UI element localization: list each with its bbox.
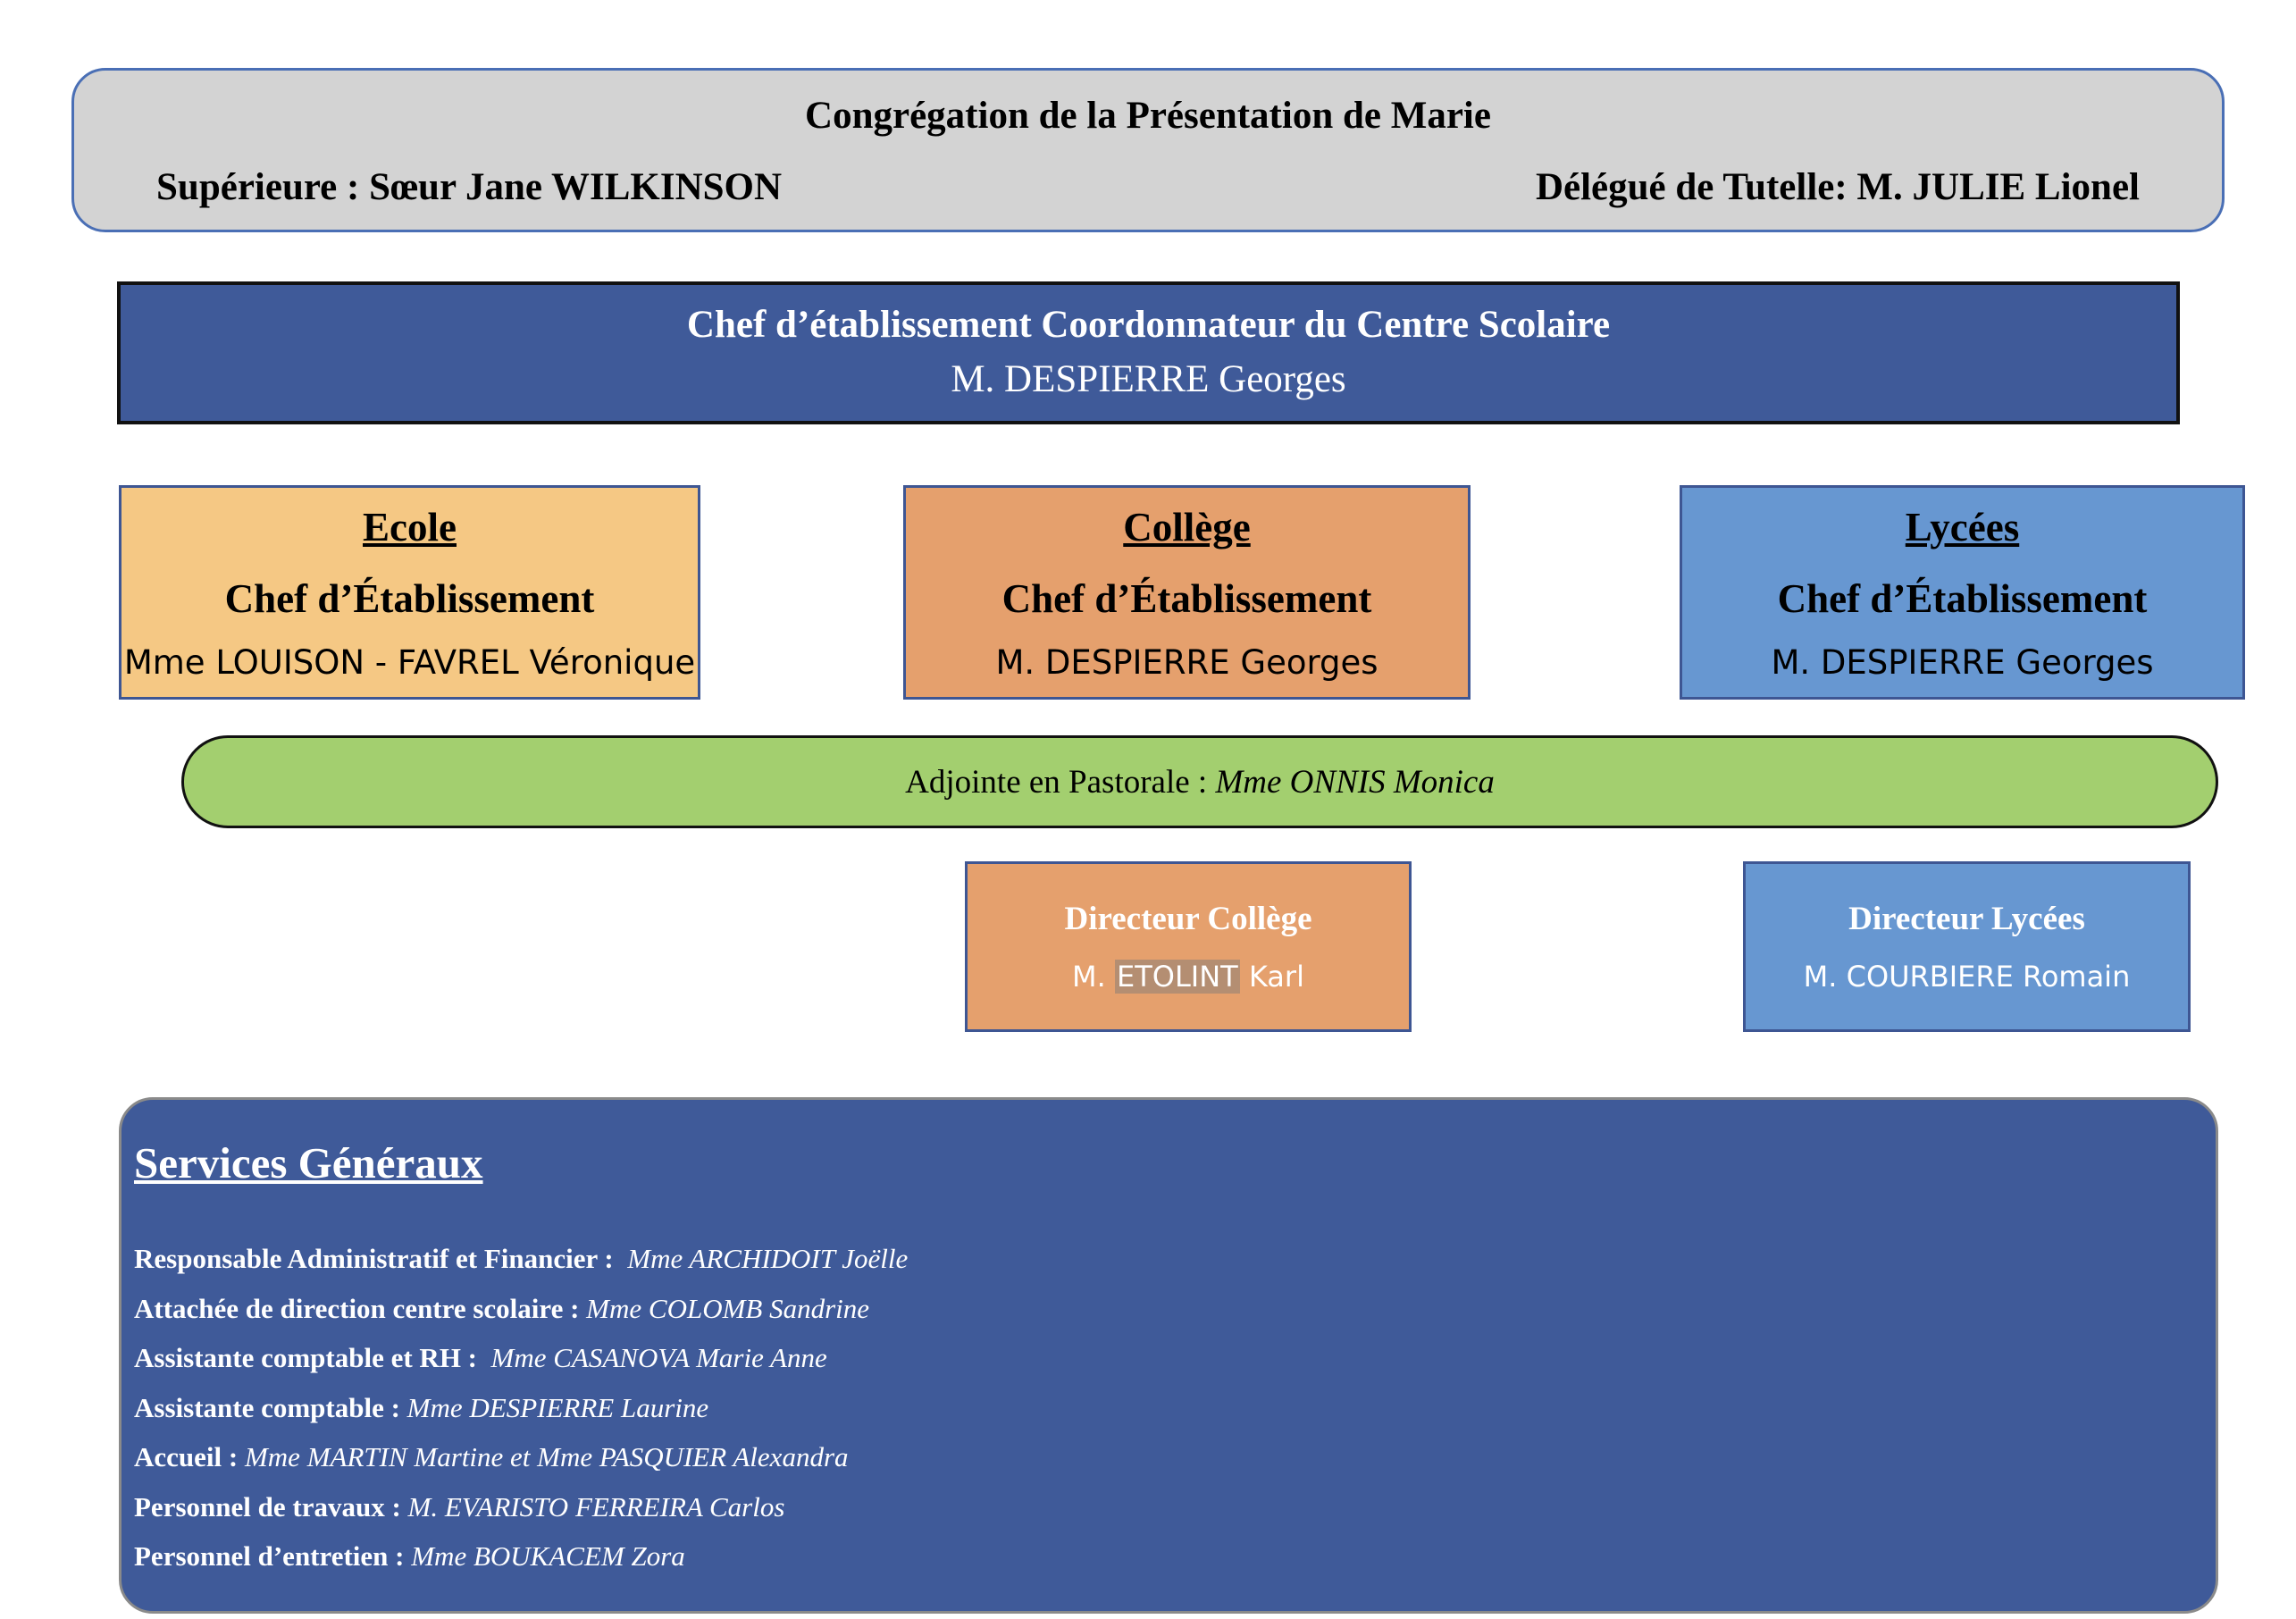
superior-label: Supérieure : Sœur Jane WILKINSON [156,166,783,208]
coordinator-box: Chef d’établissement Coordonnateur du Ce… [117,281,2180,424]
service-label: Accueil : [134,1441,245,1472]
division-role: Chef d’Établissement [224,576,595,621]
service-label: Personnel de travaux : [134,1490,408,1523]
director-name-suffix: Karl [1239,959,1304,994]
pastoral-name: Mme ONNIS Monica [1215,763,1495,801]
director-name-highlight: ETOLINT [1115,959,1240,994]
director-college-box: Directeur Collège M. ETOLINT Karl [965,861,1412,1032]
congregation-box: Congrégation de la Présentation de Marie… [71,68,2225,232]
coordinator-role: Chef d’établissement Coordonnateur du Ce… [686,304,1611,346]
list-item: Personnel de travaux : M. EVARISTO FERRE… [134,1482,908,1532]
service-value: Mme BOUKACEM Zora [411,1540,685,1572]
division-college: Collège Chef d’Établissement M. DESPIERR… [903,485,1471,700]
list-item: Responsable Administratif et Financier :… [134,1234,908,1284]
pastoral-label: Adjointe en Pastorale : [905,763,1216,801]
delegate-label: Délégué de Tutelle: M. JULIE Lionel [1535,166,2140,208]
service-value: Mme MARTIN Martine et Mme PASQUIER Alexa… [244,1441,849,1472]
services-list: Responsable Administratif et Financier :… [134,1234,908,1581]
service-label: Attachée de direction centre scolaire : [134,1292,587,1324]
coordinator-name: M. DESPIERRE Georges [951,358,1346,400]
list-item: Assistante comptable et RH : Mme CASANOV… [134,1333,908,1383]
division-name: M. DESPIERRE Georges [995,643,1378,682]
director-lycees-box: Directeur Lycées M. COURBIERE Romain [1743,861,2191,1032]
division-heading: Ecole [363,505,457,549]
division-heading: Lycées [1905,505,2020,549]
service-value: M. EVARISTO FERREIRA Carlos [407,1490,785,1523]
director-role: Directeur Lycées [1848,900,2085,937]
service-value: Mme DESPIERRE Laurine [406,1391,709,1423]
list-item: Personnel d’entretien : Mme BOUKACEM Zor… [134,1531,908,1581]
director-name: M. COURBIERE Romain [1803,959,2131,994]
congregation-title: Congrégation de la Présentation de Marie [805,95,1491,137]
pastoral-line: Adjointe en Pastorale : Mme ONNIS Monica [905,763,1495,801]
director-role: Directeur Collège [1064,900,1312,937]
pastoral-bar: Adjointe en Pastorale : Mme ONNIS Monica [181,735,2218,828]
director-name: M. ETOLINT Karl [1072,954,1304,999]
division-ecole: Ecole Chef d’Établissement Mme LOUISON -… [119,485,700,700]
service-label: Assistante comptable : [134,1391,407,1423]
division-role: Chef d’Établissement [1001,576,1372,621]
list-item: Accueil : Mme MARTIN Martine et Mme PASQ… [134,1432,908,1482]
list-item: Attachée de direction centre scolaire : … [134,1284,908,1334]
service-value: Mme ARCHIDOIT Joëlle [620,1243,909,1274]
services-title: Services Généraux [134,1138,483,1187]
service-label: Personnel d’entretien : [134,1540,412,1572]
list-item: Assistante comptable : Mme DESPIERRE Lau… [134,1383,908,1433]
services-box: Services Généraux Responsable Administra… [119,1097,2218,1614]
service-value: Mme CASANOVA Marie Anne [483,1342,827,1373]
division-name: Mme LOUISON - FAVREL Véronique [123,643,696,682]
division-name: M. DESPIERRE Georges [1771,643,2154,682]
service-value: Mme COLOMB Sandrine [586,1292,870,1324]
service-label: Assistante comptable et RH : [134,1342,484,1373]
service-label: Responsable Administratif et Financier : [134,1243,621,1274]
director-name-prefix: M. [1072,959,1115,994]
division-heading: Collège [1123,505,1251,549]
division-lycees: Lycées Chef d’Établissement M. DESPIERRE… [1680,485,2245,700]
division-role: Chef d’Établissement [1777,576,2148,621]
